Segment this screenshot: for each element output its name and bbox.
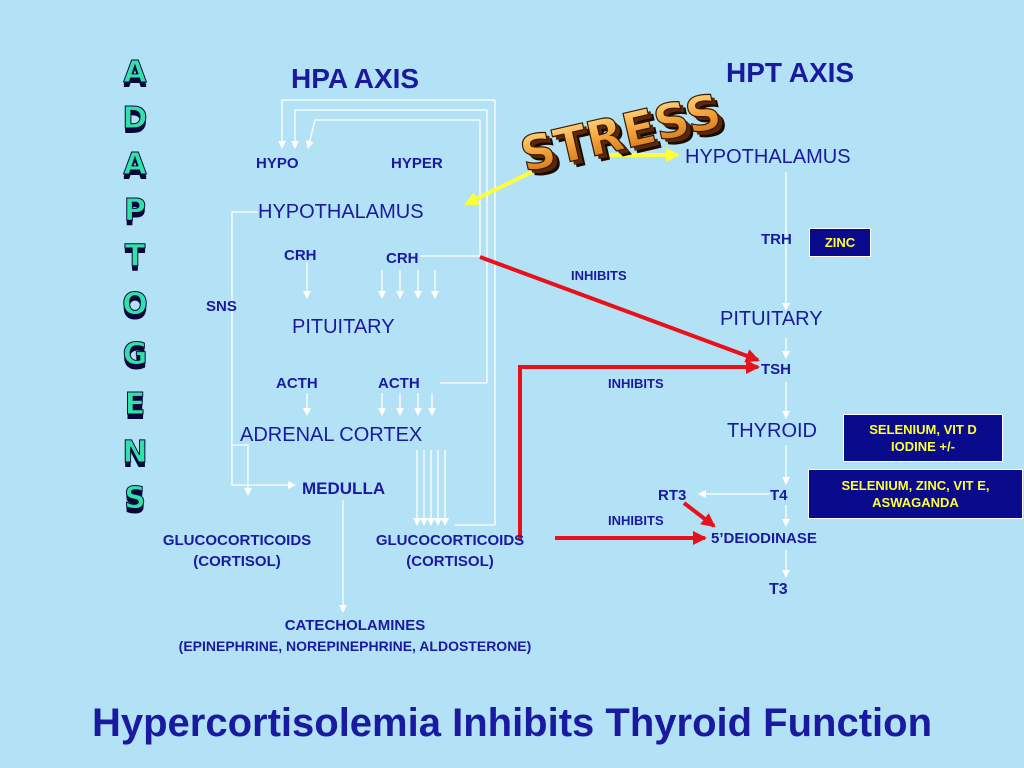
catecholamines: CATECHOLAMINES (EPINEPHRINE, NOREPINEPHR… <box>90 615 620 657</box>
acth-right-label: ACTH <box>378 375 420 392</box>
adaptogens-letter-3: A <box>123 147 147 182</box>
t3-label: T3 <box>769 581 788 598</box>
hpa-axis-title: HPA AXIS <box>291 63 420 94</box>
hpa-pituitary: PITUITARY <box>292 316 395 338</box>
catecholamines-line1: CATECHOLAMINES <box>284 617 426 634</box>
t4-label: T4 <box>770 487 788 504</box>
adaptogens-letter-2: D <box>122 101 148 136</box>
adaptogens-letter-6: O <box>122 287 149 322</box>
deiodinase-label: 5’DEIODINASE <box>711 530 817 547</box>
stress-to-hpa-arrow <box>464 166 541 206</box>
inhibits-label-2: INHIBITS <box>608 376 664 391</box>
adaptogens-letter-4: P <box>124 193 147 228</box>
hpa-hypothalamus: HYPOTHALAMUS <box>258 201 424 223</box>
zinc-box: ZINC <box>809 228 871 257</box>
crh-left-label: CRH <box>284 247 317 264</box>
adaptogens-letter-1: A <box>123 55 147 90</box>
adaptogens-letter-9: N <box>122 435 148 470</box>
glucocorticoids-right-line1: GLUCOCORTICOIDS <box>375 532 525 549</box>
feedback-line-hypo-2 <box>291 109 487 149</box>
inhibit-arrow-cortisol-tsh <box>518 360 760 540</box>
feedback-line-hypo <box>278 99 495 149</box>
rt3-label: RT3 <box>658 487 687 504</box>
selenium-vitd-line2: IODINE +/- <box>891 439 955 454</box>
hpo-label-hypo: HYPO <box>256 155 299 172</box>
selenium-zinc-line2: ASWAGANDA <box>872 495 959 510</box>
glucocorticoids-left: GLUCOCORTICOIDS (CORTISOL) <box>130 530 344 572</box>
stress-arrows <box>464 148 680 206</box>
slide-title: Hypercortisolemia Inhibits Thyroid Funct… <box>91 701 933 745</box>
inhibits-label-1: INHIBITS <box>571 268 627 283</box>
medulla-label: MEDULLA <box>302 479 386 498</box>
thyroid-label: THYROID <box>727 420 817 442</box>
hpt-hypothalamus: HYPOTHALAMUS <box>685 146 851 168</box>
adaptogens-letter-8: E <box>124 387 146 422</box>
adrenal-cortex: ADRENAL CORTEX <box>240 424 423 446</box>
white-feedback-lines <box>231 99 790 613</box>
inhibits-label-3: INHIBITS <box>608 513 664 528</box>
glucocorticoids-left-line2: (CORTISOL) <box>193 553 281 570</box>
tsh-label: TSH <box>761 361 791 378</box>
glucocorticoids-left-line1: GLUCOCORTICOIDS <box>162 532 312 549</box>
feedback-line-hypo-3 <box>305 119 480 149</box>
catecholamines-line2: (EPINEPHRINE, NOREPINEPHRINE, ALDOSTERON… <box>178 638 532 654</box>
adaptogens-letter-10: S <box>124 481 147 516</box>
inhibit-arrow-rt3-deiodinase <box>682 501 716 528</box>
selenium-vitd-box: SELENIUM, VIT D IODINE +/- <box>843 414 1003 462</box>
trh-label: TRH <box>761 231 792 248</box>
selenium-zinc-box: SELENIUM, ZINC, VIT E, ASWAGANDA <box>808 469 1023 519</box>
stress-graphic: STRESS STRESS STRESS <box>515 83 733 190</box>
sns-line <box>231 211 296 489</box>
glucocorticoids-right: GLUCOCORTICOIDS (CORTISOL) <box>344 530 556 572</box>
inhibit-arrows <box>479 255 760 545</box>
adaptogens-letter-5: T <box>124 239 146 274</box>
selenium-vitd-line1: SELENIUM, VIT D <box>869 422 977 437</box>
selenium-zinc-line1: SELENIUM, ZINC, VIT E, <box>841 478 990 493</box>
crh-right-label: CRH <box>386 250 419 267</box>
glucocorticoids-right-line2: (CORTISOL) <box>406 553 494 570</box>
inhibit-arrow-crh-tsh <box>479 255 760 363</box>
sns-label: SNS <box>206 298 237 315</box>
hpt-axis-title: HPT AXIS <box>726 57 855 88</box>
sns-to-gluco-line <box>232 444 252 496</box>
hpt-pituitary: PITUITARY <box>720 308 823 330</box>
hpa-label-hyper: HYPER <box>391 155 443 172</box>
adaptogens-letter-7: G <box>122 337 148 372</box>
acth-left-label: ACTH <box>276 375 318 392</box>
